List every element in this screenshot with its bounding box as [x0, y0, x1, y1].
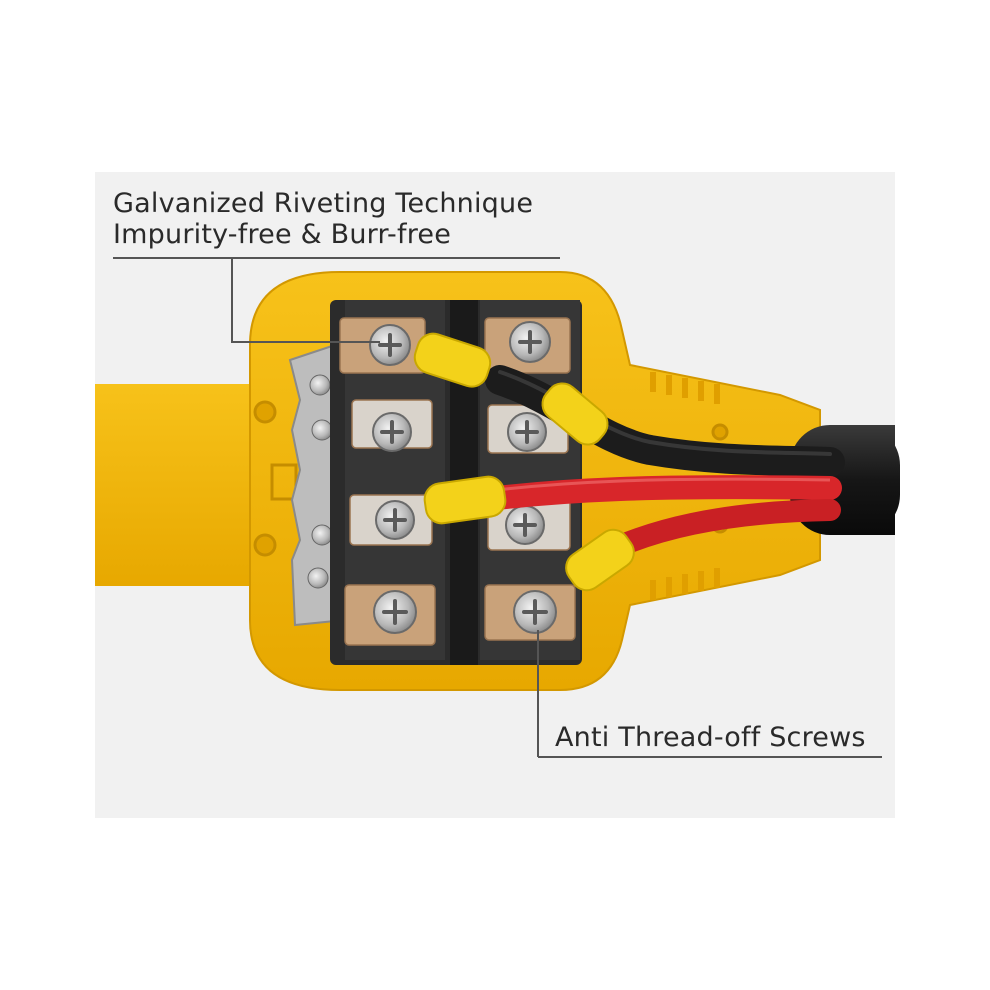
- riveting-callout-line1: Galvanized Riveting Technique: [113, 188, 534, 219]
- bracket-screws: [307, 374, 333, 589]
- screw-crosses: [378, 330, 548, 625]
- red-wire-upper: [468, 475, 842, 512]
- handle-left: [95, 384, 260, 586]
- housing-ridges: [650, 372, 720, 600]
- leader-lines: [113, 257, 882, 758]
- screws-callout-line1: Anti Thread-off Screws: [555, 722, 866, 753]
- mounting-holes: [253, 400, 729, 557]
- riveting-callout-line2: Impurity-free & Burr-free: [113, 219, 452, 250]
- screws-callout: Anti Thread-off Screws: [555, 722, 866, 753]
- riveting-callout: Galvanized Riveting Technique Impurity-f…: [113, 188, 533, 250]
- top-pointer-line: [231, 258, 380, 343]
- crimp-terminals: [413, 332, 635, 592]
